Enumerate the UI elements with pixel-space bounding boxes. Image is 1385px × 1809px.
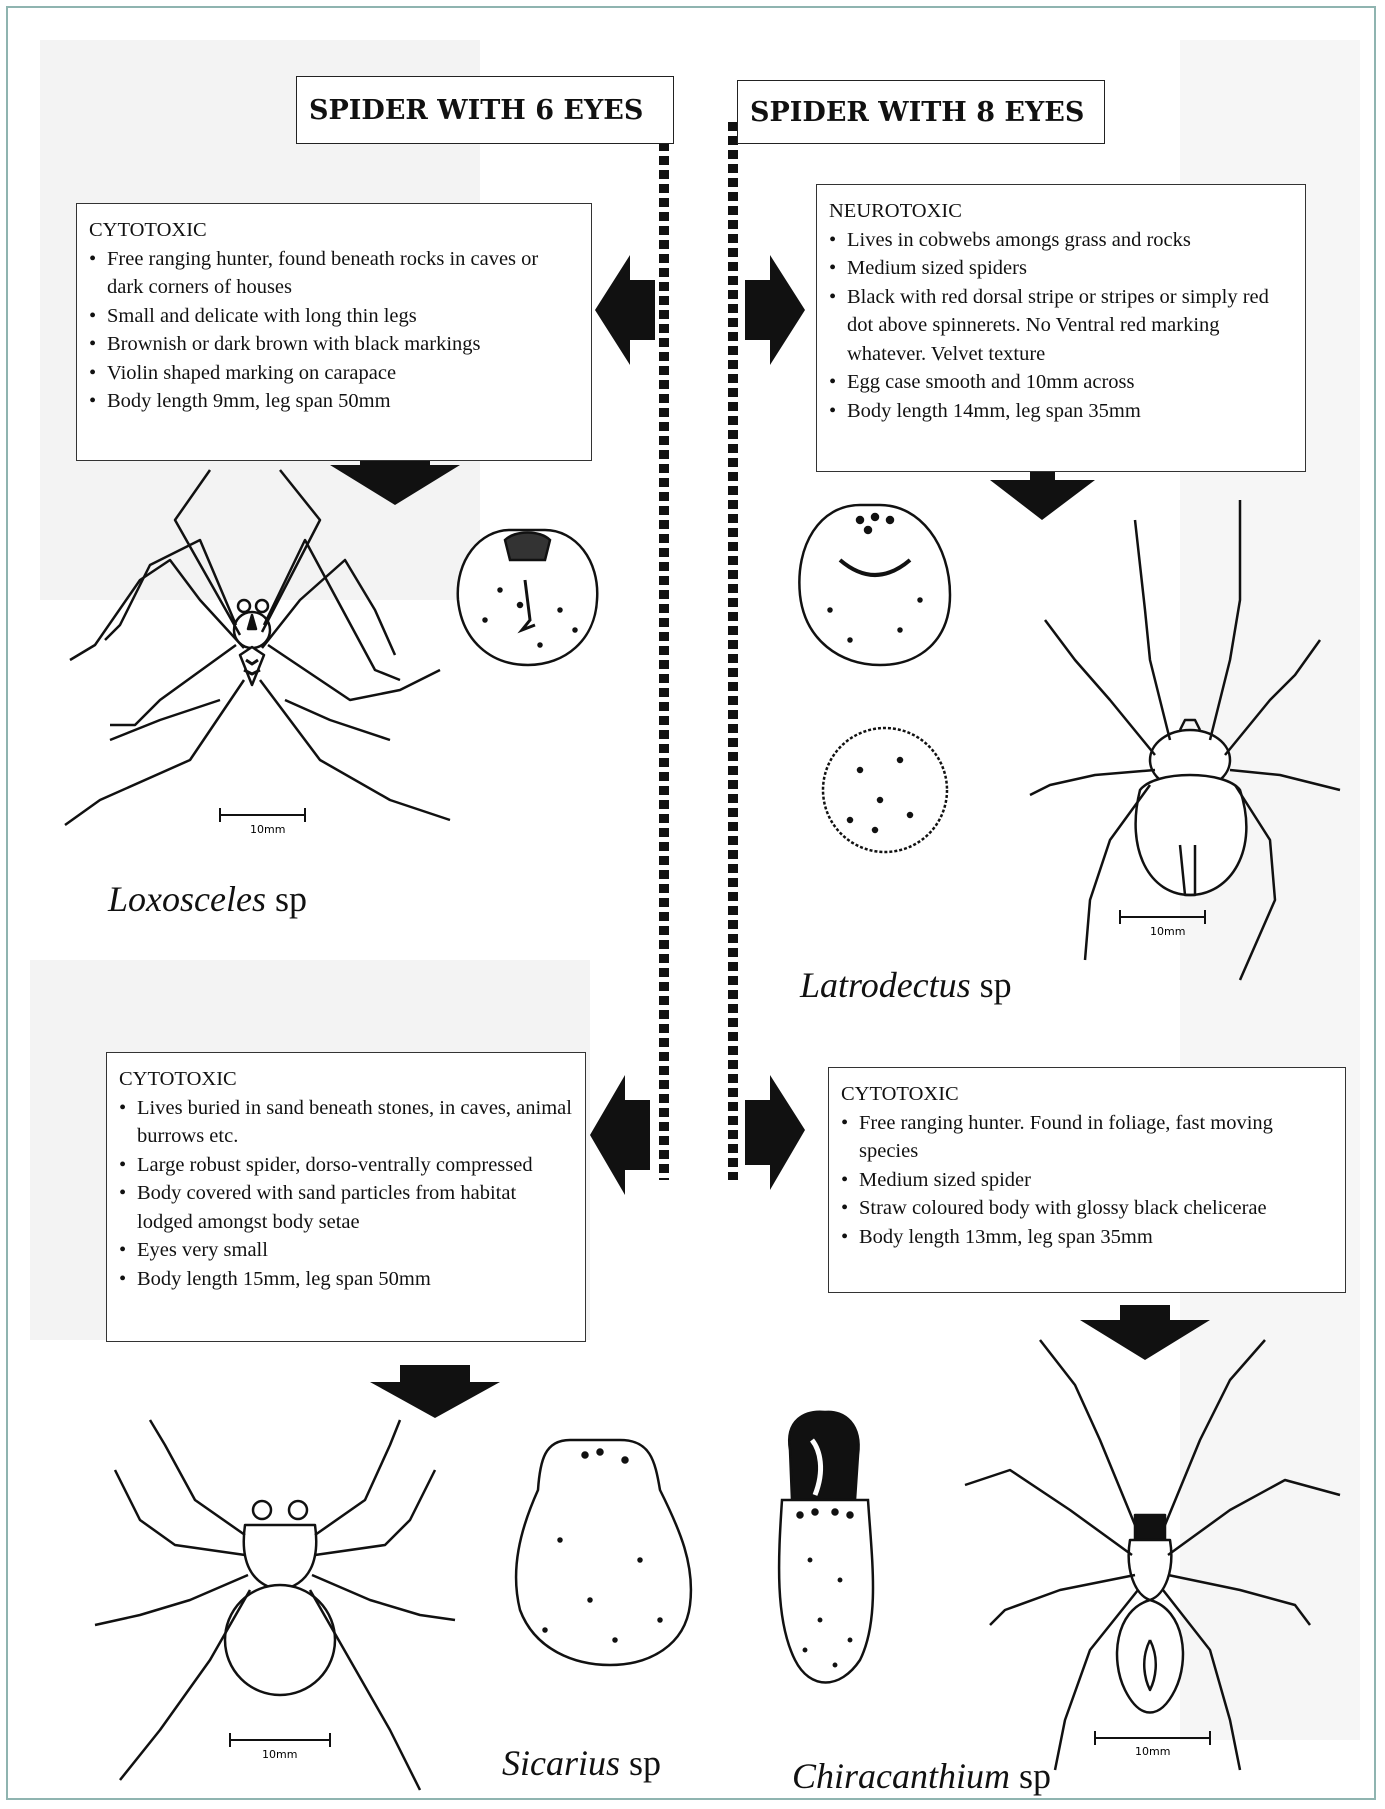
scale-label-latrodectus: 10mm	[1150, 925, 1185, 938]
toxin-type-sicarius: CYTOTOXIC	[119, 1065, 573, 1094]
arrow-down-sicarius	[370, 1365, 500, 1418]
feature-item: Black with red dorsal stripe or stripes …	[829, 283, 1293, 369]
feature-item: Straw coloured body with glossy black ch…	[841, 1194, 1333, 1223]
feature-list-loxosceles: Free ranging hunter, found beneath rocks…	[89, 245, 579, 416]
feature-item: Small and delicate with long thin legs	[89, 302, 579, 331]
sicarius-carapace-drawing	[516, 1440, 691, 1665]
arrow-down-chiracanthium	[1080, 1305, 1210, 1360]
feature-item: Eyes very small	[119, 1236, 573, 1265]
header-six-eyes: SPIDER WITH 6 EYES	[296, 76, 674, 144]
arrow-right-latrodectus	[745, 255, 805, 365]
feature-item: Lives buried in sand beneath stones, in …	[119, 1094, 573, 1151]
feature-item: Body length 13mm, leg span 35mm	[841, 1223, 1333, 1252]
species-suffix: sp	[620, 1743, 661, 1783]
species-suffix: sp	[266, 879, 307, 919]
scale-bar-sicarius	[230, 1733, 330, 1747]
feature-item: Violin shaped marking on carapace	[89, 359, 579, 388]
toxin-type-loxosceles: CYTOTOXIC	[89, 216, 579, 245]
feature-list-sicarius: Lives buried in sand beneath stones, in …	[119, 1094, 573, 1294]
feature-item: Body covered with sand particles from ha…	[119, 1179, 573, 1236]
species-name-chiracanthium: Chiracanthium sp	[792, 1755, 1051, 1797]
header-six-eyes-text: SPIDER WITH 6 EYES	[309, 95, 643, 126]
feature-item: Egg case smooth and 10mm across	[829, 368, 1293, 397]
info-box-loxosceles: CYTOTOXIC Free ranging hunter, found ben…	[76, 203, 592, 461]
feature-list-latrodectus: Lives in cobwebs amongs grass and rocks …	[829, 226, 1293, 426]
loxosceles-spider-drawing	[65, 470, 450, 825]
scale-bar-loxosceles	[220, 808, 305, 822]
chiracanthium-spider-drawing	[965, 1340, 1340, 1770]
genus-loxosceles: Loxosceles	[108, 879, 266, 919]
header-eight-eyes-text: SPIDER WITH 8 EYES	[750, 97, 1084, 128]
genus-sicarius: Sicarius	[502, 1743, 620, 1783]
arrow-left-sicarius	[590, 1075, 650, 1195]
species-name-sicarius: Sicarius sp	[502, 1742, 661, 1784]
arrow-down-latrodectus	[990, 468, 1095, 520]
chiracanthium-carapace-drawing	[779, 1412, 873, 1683]
feature-list-chiracanthium: Free ranging hunter. Found in foliage, f…	[841, 1109, 1333, 1252]
loxosceles-carapace-drawing	[458, 530, 597, 665]
sicarius-spider-drawing	[95, 1420, 455, 1790]
feature-item: Free ranging hunter, found beneath rocks…	[89, 245, 579, 302]
scale-bar-latrodectus	[1120, 910, 1205, 924]
feature-item: Free ranging hunter. Found in foliage, f…	[841, 1109, 1333, 1166]
feature-item: Body length 15mm, leg span 50mm	[119, 1265, 573, 1294]
feature-item: Medium sized spider	[841, 1166, 1333, 1195]
genus-latrodectus: Latrodectus	[800, 965, 971, 1005]
scale-label-loxosceles: 10mm	[250, 823, 285, 836]
toxin-type-chiracanthium: CYTOTOXIC	[841, 1080, 1333, 1109]
feature-item: Body length 9mm, leg span 50mm	[89, 387, 579, 416]
info-box-chiracanthium: CYTOTOXIC Free ranging hunter. Found in …	[828, 1067, 1346, 1293]
info-box-latrodectus: NEUROTOXIC Lives in cobwebs amongs grass…	[816, 184, 1306, 472]
scale-label-sicarius: 10mm	[262, 1748, 297, 1761]
toxin-type-latrodectus: NEUROTOXIC	[829, 197, 1293, 226]
scale-bar-chiracanthium	[1095, 1731, 1210, 1745]
header-eight-eyes: SPIDER WITH 8 EYES	[737, 80, 1105, 144]
feature-item: Medium sized spiders	[829, 254, 1293, 283]
species-suffix: sp	[971, 965, 1012, 1005]
feature-item: Lives in cobwebs amongs grass and rocks	[829, 226, 1293, 255]
arrow-right-chiracanthium	[745, 1075, 805, 1190]
arrow-left-loxosceles	[595, 255, 655, 365]
species-name-loxosceles: Loxosceles sp	[108, 878, 307, 920]
info-box-sicarius: CYTOTOXIC Lives buried in sand beneath s…	[106, 1052, 586, 1342]
feature-item: Large robust spider, dorso-ventrally com…	[119, 1151, 573, 1180]
scale-label-chiracanthium: 10mm	[1135, 1745, 1170, 1758]
latrodectus-egg-case-drawing	[823, 728, 947, 852]
latrodectus-spider-drawing	[1030, 500, 1340, 980]
latrodectus-carapace-drawing	[799, 505, 950, 665]
feature-item: Body length 14mm, leg span 35mm	[829, 397, 1293, 426]
feature-item: Brownish or dark brown with black markin…	[89, 330, 579, 359]
species-name-latrodectus: Latrodectus sp	[800, 964, 1012, 1006]
species-suffix: sp	[1010, 1756, 1051, 1796]
genus-chiracanthium: Chiracanthium	[792, 1756, 1010, 1796]
